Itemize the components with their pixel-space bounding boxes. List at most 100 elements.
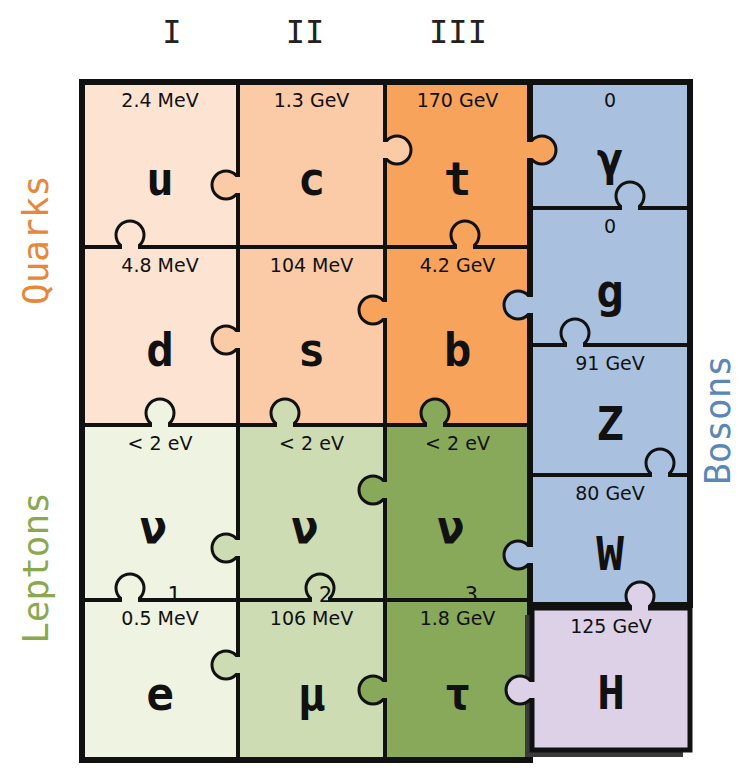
mass-value: 106 MeV bbox=[270, 608, 353, 629]
symbol-row: d bbox=[146, 276, 174, 425]
knob-neck bbox=[152, 419, 168, 431]
knob-neck bbox=[232, 540, 244, 556]
symbol-subscript: 2 bbox=[319, 584, 332, 606]
mass-value: 4.8 MeV bbox=[121, 255, 198, 276]
boson-frame bbox=[530, 82, 690, 605]
group-label: Bosons bbox=[700, 355, 736, 485]
mass-value: 80 GeV bbox=[575, 483, 645, 504]
mass-value: < 2 eV bbox=[425, 433, 490, 454]
generation-label: I bbox=[162, 16, 181, 48]
tile-shape bbox=[385, 247, 530, 425]
symbol-row: g bbox=[596, 237, 624, 345]
tile-shape bbox=[82, 600, 238, 760]
particle-symbol: H bbox=[597, 670, 625, 716]
particle-symbol: u bbox=[146, 156, 174, 202]
particle-tile: 170 GeVt bbox=[385, 82, 530, 247]
mass-value: 1.8 GeV bbox=[420, 608, 496, 629]
symbol-row: ν3 bbox=[437, 454, 478, 600]
knob-neck bbox=[427, 419, 443, 431]
tile-shape bbox=[238, 425, 385, 600]
symbol-row: γ bbox=[596, 111, 624, 208]
knob-neck bbox=[232, 332, 244, 348]
knob-neck bbox=[524, 547, 536, 563]
particle-tile: 1.8 GeV τ bbox=[385, 600, 530, 760]
symbol-row: W bbox=[596, 504, 624, 605]
particle-symbol: e bbox=[146, 671, 174, 717]
particle-tile: 4.8 MeV d bbox=[82, 247, 238, 425]
particle-symbol: γ bbox=[596, 136, 624, 182]
particle-tile: < 2 eVν1 bbox=[82, 425, 238, 600]
knob-neck bbox=[526, 682, 538, 698]
knob-neck bbox=[379, 142, 391, 158]
tile-shape bbox=[82, 82, 238, 247]
knob-neck bbox=[652, 469, 668, 481]
knob-neck bbox=[122, 594, 138, 606]
knob-neck bbox=[524, 142, 536, 158]
particle-symbol: s bbox=[298, 327, 326, 373]
particle-symbol: b bbox=[444, 327, 472, 373]
particle-tile: 1.3 GeV c bbox=[238, 82, 385, 247]
knob-neck bbox=[457, 241, 473, 253]
mass-value: 1.3 GeV bbox=[274, 90, 350, 111]
particle-tile: 0γ bbox=[530, 82, 690, 208]
particle-tile: 0g bbox=[530, 208, 690, 345]
knob-neck bbox=[232, 177, 244, 193]
tile-shape bbox=[530, 208, 690, 345]
mass-value: 104 MeV bbox=[270, 255, 353, 276]
group-label: Quarks bbox=[18, 175, 54, 305]
particle-tile: 125 GeV H bbox=[532, 608, 690, 750]
symbol-row: c bbox=[298, 111, 326, 247]
particle-symbol: ν bbox=[291, 504, 319, 550]
mass-value: 170 GeV bbox=[417, 90, 499, 111]
knob-neck bbox=[632, 602, 648, 614]
symbol-row: s bbox=[298, 276, 326, 425]
mass-value: 0.5 MeV bbox=[121, 608, 198, 629]
grid-frame bbox=[82, 82, 530, 760]
tile-shape bbox=[385, 425, 530, 600]
particle-tile: 106 MeVμ bbox=[238, 600, 385, 760]
symbol-row: ν2 bbox=[291, 454, 332, 600]
particle-tile: 4.2 GeV b bbox=[385, 247, 530, 425]
mass-value: 0 bbox=[604, 90, 616, 111]
mass-value: < 2 eV bbox=[279, 433, 344, 454]
particle-tile: 104 MeV s bbox=[238, 247, 385, 425]
symbol-row: ν1 bbox=[140, 454, 181, 600]
particle-symbol: c bbox=[298, 156, 326, 202]
particle-symbol: ν bbox=[140, 504, 168, 550]
particle-symbol: τ bbox=[444, 671, 472, 717]
tile-shape bbox=[530, 475, 690, 605]
knob-neck bbox=[379, 302, 391, 318]
tile-shape bbox=[532, 608, 690, 750]
symbol-row: H bbox=[597, 637, 625, 750]
symbol-subscript: 3 bbox=[465, 584, 478, 606]
knob-neck bbox=[277, 419, 293, 431]
particle-symbol: W bbox=[596, 531, 624, 577]
generation-label: III bbox=[429, 16, 487, 48]
mass-value: 4.2 GeV bbox=[420, 255, 496, 276]
symbol-row: Z bbox=[596, 374, 624, 475]
particle-tile: 2.4 MeV u bbox=[82, 82, 238, 247]
generation-label: II bbox=[286, 16, 325, 48]
knob-neck bbox=[622, 202, 638, 214]
mass-value: < 2 eV bbox=[128, 433, 193, 454]
symbol-subscript: 1 bbox=[167, 584, 180, 606]
particle-tile: 80 GeV W bbox=[530, 475, 690, 605]
symbol-row: μ bbox=[298, 629, 326, 760]
particle-tile: 91 GeVZ bbox=[530, 345, 690, 475]
mass-value: 2.4 MeV bbox=[121, 90, 198, 111]
particle-tile: < 2 eVν3 bbox=[385, 425, 530, 600]
particle-symbol: d bbox=[146, 327, 174, 373]
knob-neck bbox=[379, 482, 391, 498]
knob-neck bbox=[567, 339, 583, 351]
tile-shape bbox=[238, 82, 385, 247]
knob-neck bbox=[379, 682, 391, 698]
particle-tile: 0.5 MeV e bbox=[82, 600, 238, 760]
knob-neck bbox=[122, 241, 138, 253]
symbol-row: u bbox=[146, 111, 174, 247]
tile-shape bbox=[82, 425, 238, 600]
symbol-row: e bbox=[146, 629, 174, 760]
mass-value: 125 GeV bbox=[570, 616, 652, 637]
particle-symbol: g bbox=[596, 268, 624, 314]
